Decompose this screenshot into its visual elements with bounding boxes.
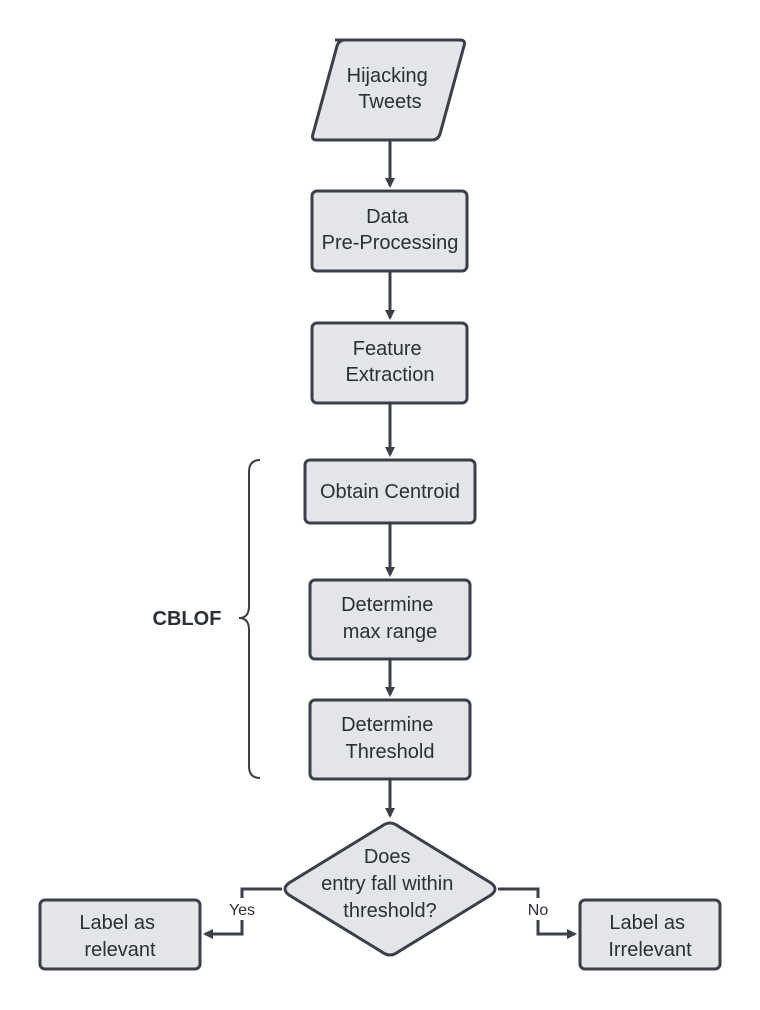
- node-relevant: Label as relevant: [38, 898, 202, 971]
- cblof-brace: [238, 459, 261, 779]
- relevant-label: Label as relevant: [79, 912, 160, 961]
- node-max-range: Determine max range: [308, 578, 472, 661]
- max-range-label: Determine max range: [341, 594, 439, 643]
- decision-label: Does entry fall within threshold?: [321, 846, 459, 922]
- obtain-centroid-label: Obtain Centroid: [320, 481, 460, 503]
- decision-line2: entry fall within: [321, 873, 453, 895]
- yes-label-bg: [224, 898, 260, 920]
- yes-label: Yes: [229, 902, 255, 919]
- irrelevant-line1: Label as: [609, 912, 685, 934]
- node-feature-extraction: Feature Extraction: [310, 321, 469, 405]
- feature-extraction-label: Feature Extraction: [346, 338, 435, 386]
- node-irrelevant: Label as Irrelevant: [578, 898, 722, 971]
- irrelevant-line2: Irrelevant: [608, 939, 692, 961]
- threshold-line2: Threshold: [346, 741, 435, 763]
- feature-extraction-line1: Feature: [353, 338, 422, 360]
- input-parallelogram: [311, 38, 466, 142]
- max-range-box: [308, 578, 472, 661]
- relevant-box: [38, 898, 202, 971]
- no-label: No: [528, 902, 549, 919]
- threshold-box: [308, 698, 472, 781]
- max-range-line2: max range: [343, 621, 438, 643]
- hijacking-tweets-line2: Tweets: [358, 91, 421, 113]
- node-threshold: Determine Threshold: [308, 698, 472, 781]
- decision-diamond: [283, 821, 497, 957]
- preprocessing-box: [310, 189, 469, 273]
- preprocessing-line1: Data: [366, 206, 409, 228]
- threshold-line1: Determine: [341, 714, 433, 736]
- relevant-line1: Label as: [79, 912, 155, 934]
- irrelevant-label: Label as Irrelevant: [608, 912, 692, 961]
- node-preprocessing: Data Pre-Processing: [310, 189, 469, 273]
- node-hijacking-tweets: Hijacking Tweets: [311, 38, 466, 142]
- hijacking-tweets-label: Hijacking Tweets: [347, 65, 434, 113]
- obtain-centroid-box: [303, 458, 477, 525]
- feature-extraction-box: [310, 321, 469, 405]
- max-range-line1: Determine: [341, 594, 433, 616]
- hijacking-tweets-line1: Hijacking: [347, 65, 428, 87]
- irrelevant-box: [578, 898, 722, 971]
- cblof-label: CBLOF: [153, 608, 222, 630]
- preprocessing-label: Data Pre-Processing: [322, 206, 459, 254]
- relevant-line2: relevant: [84, 939, 156, 961]
- obtain-centroid-line1: Obtain Centroid: [320, 481, 460, 503]
- decision-line1: Does: [364, 846, 411, 868]
- preprocessing-line2: Pre-Processing: [322, 232, 459, 254]
- feature-extraction-line2: Extraction: [346, 364, 435, 386]
- threshold-label: Determine Threshold: [341, 714, 439, 763]
- decision-line3: threshold?: [343, 900, 436, 922]
- node-obtain-centroid: Obtain Centroid: [303, 458, 477, 525]
- node-decision: Does entry fall within threshold?: [283, 821, 497, 957]
- no-label-bg: [522, 898, 554, 920]
